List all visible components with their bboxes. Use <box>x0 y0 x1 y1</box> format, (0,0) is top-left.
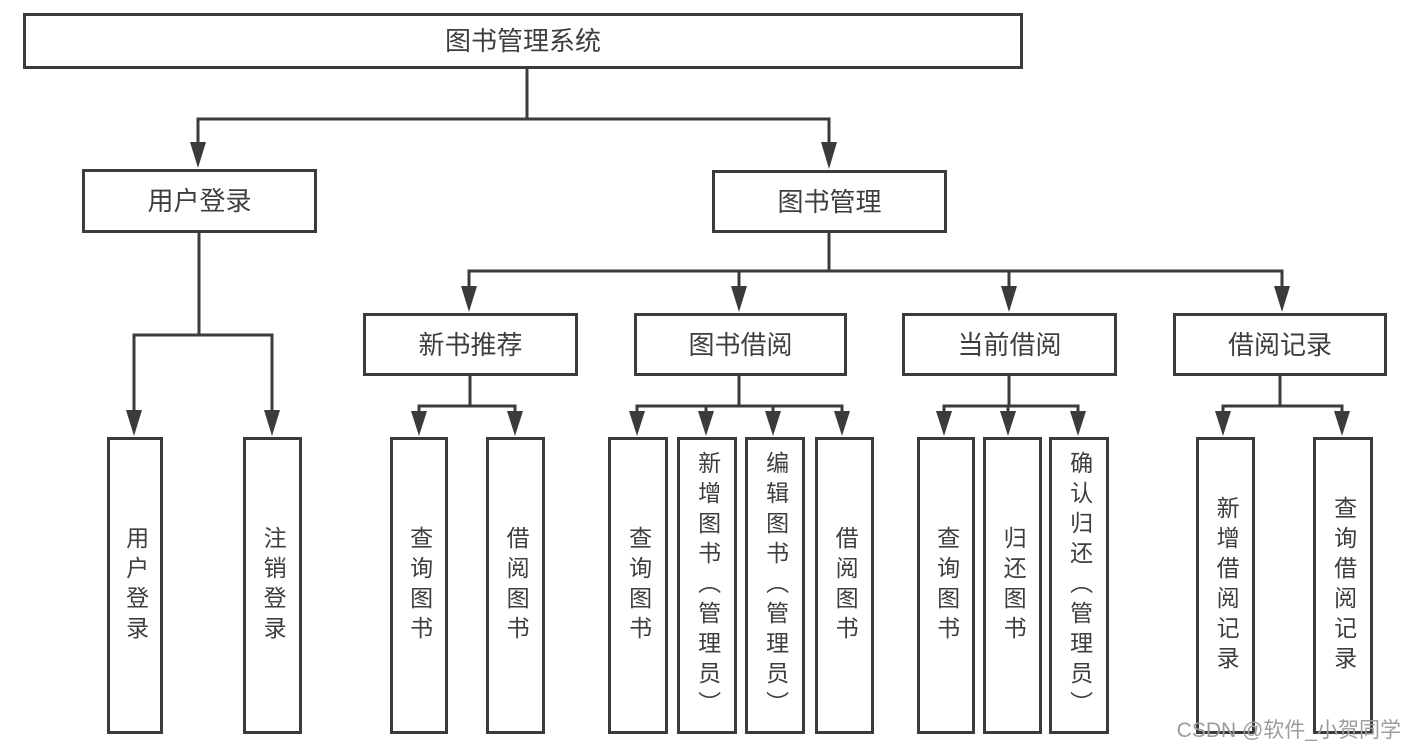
leaf-label: 查询图书 <box>933 525 960 646</box>
node-current-borrow: 当前借阅 <box>902 313 1117 376</box>
leaf-label: 编辑图书（管理员） <box>762 450 789 721</box>
leaf-confirm-return-admin: 确认归还（管理员） <box>1049 437 1109 734</box>
leaf-label: 新增借阅记录 <box>1213 495 1240 676</box>
node-book-management: 图书管理 <box>712 170 947 233</box>
leaf-user-login: 用户登录 <box>107 437 163 734</box>
leaf-label: 新增图书（管理员） <box>694 450 721 721</box>
node-book-borrow: 图书借阅 <box>634 313 847 376</box>
leaf-recommend-borrow-book: 借阅图书 <box>486 437 545 734</box>
leaf-add-borrow-record: 新增借阅记录 <box>1196 437 1255 734</box>
leaf-label: 借阅图书 <box>503 525 530 646</box>
node-user-login: 用户登录 <box>82 169 317 233</box>
leaf-label: 用户登录 <box>122 525 149 646</box>
connector-path <box>132 69 1344 413</box>
leaf-current-query-book: 查询图书 <box>917 437 975 734</box>
leaf-label: 查询借阅记录 <box>1330 495 1357 676</box>
leaf-logout: 注销登录 <box>243 437 302 734</box>
leaf-label: 注销登录 <box>260 525 287 646</box>
leaf-label: 确认归还（管理员） <box>1066 450 1093 721</box>
watermark-text: CSDN @软件_小贺同学 <box>1176 719 1401 742</box>
arrowheads <box>126 142 1350 436</box>
leaf-return-book: 归还图书 <box>983 437 1042 734</box>
leaf-query-borrow-record: 查询借阅记录 <box>1313 437 1373 734</box>
leaf-label: 查询图书 <box>625 525 652 646</box>
leaf-add-book-admin: 新增图书（管理员） <box>677 437 737 734</box>
leaf-edit-book-admin: 编辑图书（管理员） <box>745 437 805 734</box>
leaf-label: 查询图书 <box>406 525 433 646</box>
node-root: 图书管理系统 <box>23 13 1023 69</box>
node-new-book-recommend: 新书推荐 <box>363 313 578 376</box>
node-borrow-records: 借阅记录 <box>1173 313 1387 376</box>
leaf-label: 归还图书 <box>1000 525 1027 646</box>
leaf-borrow-query-book: 查询图书 <box>608 437 668 734</box>
leaf-borrow-book: 借阅图书 <box>815 437 874 734</box>
leaf-recommend-query-book: 查询图书 <box>390 437 448 734</box>
leaf-label: 借阅图书 <box>832 525 859 646</box>
